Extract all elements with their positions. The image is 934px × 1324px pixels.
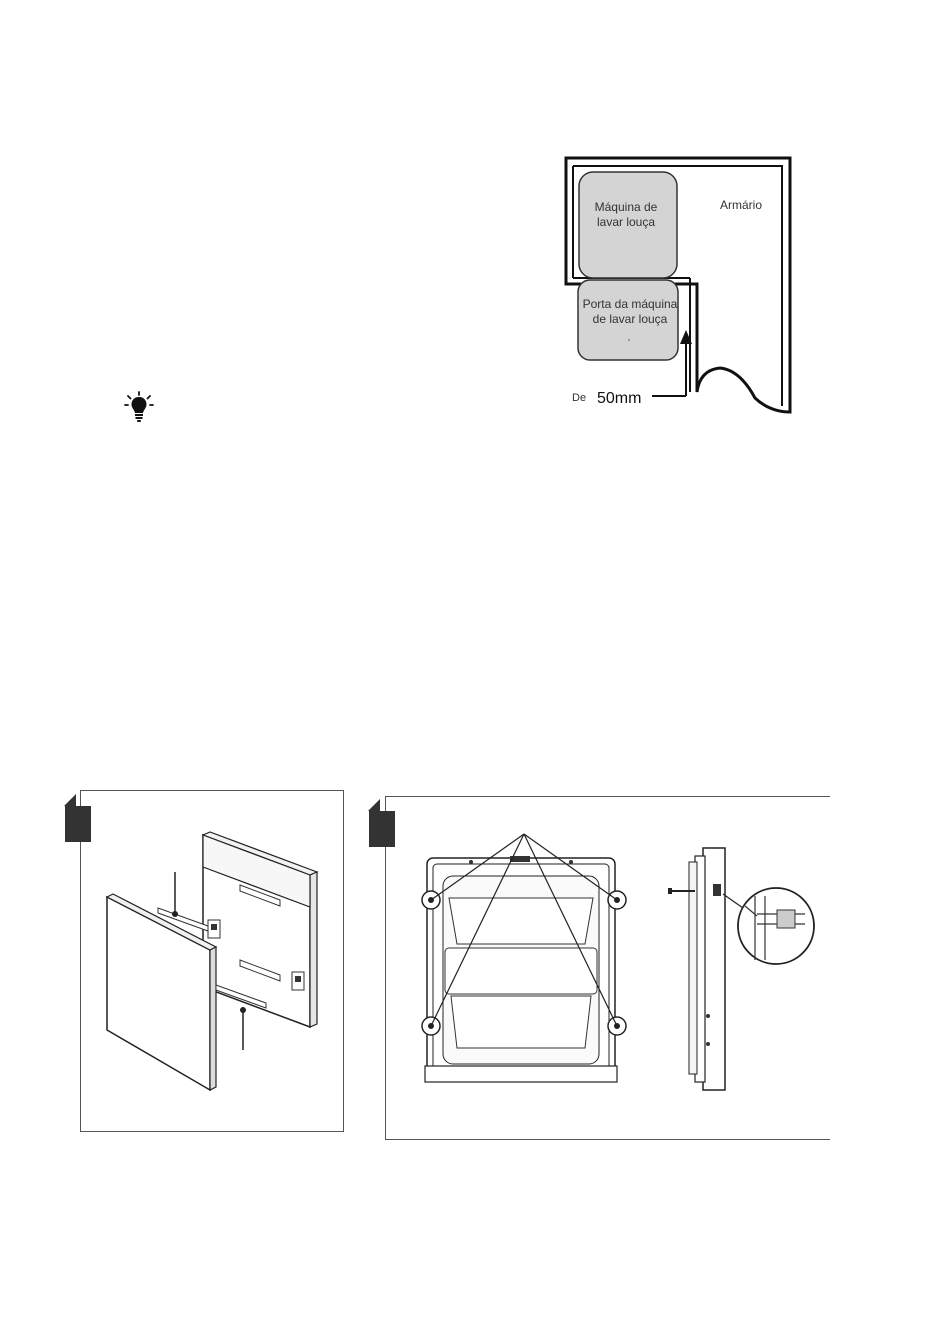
distance-value: 50mm [597,390,641,408]
lightbulb-icon [124,391,154,423]
distance-prefix: De [572,392,586,404]
cabinet-label: Armário [720,198,762,212]
cabinet-outline [0,0,934,420]
dishwasher-label: Máquina de lavar louça [586,200,666,230]
door-screw-positions-icon [385,796,829,1138]
panel-exploded-view-icon [80,790,342,1130]
door-label: Porta da máquina de lavar louça [578,297,682,327]
